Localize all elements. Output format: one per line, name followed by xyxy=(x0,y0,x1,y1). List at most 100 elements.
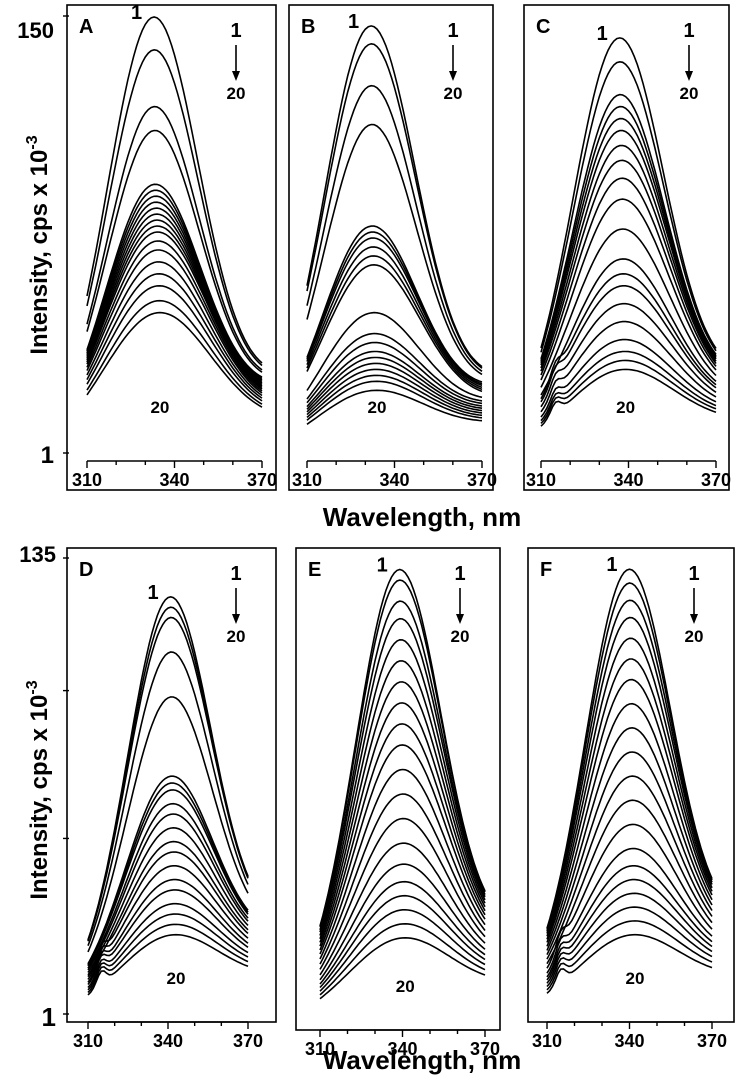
spectrum-curve-3 xyxy=(306,84,483,372)
spectrum-curve-14 xyxy=(306,350,483,408)
spectrum-curve-10 xyxy=(87,813,249,971)
spectrum-curve-20 xyxy=(546,933,713,994)
arrow-bottom-label: 20 xyxy=(451,627,470,646)
spectrum-curve-20 xyxy=(86,311,263,408)
spectrum-curve-13 xyxy=(546,823,713,969)
x-tick-label: 370 xyxy=(697,1031,727,1051)
spectrum-curve-16 xyxy=(540,320,717,413)
spectrum-curve-15 xyxy=(319,863,486,981)
x-tick-label: 310 xyxy=(526,470,556,490)
spectrum-curve-10 xyxy=(546,751,713,955)
spectrum-curve-13 xyxy=(306,341,483,405)
spectrum-curve-19 xyxy=(319,922,486,996)
bottom-y-axis-label: Intensity, cps x 10-3 xyxy=(24,680,53,899)
spectrum-curve-5 xyxy=(87,696,249,953)
spectrum-curve-7 xyxy=(540,144,717,369)
panel-frame xyxy=(523,4,730,491)
spectrum-curve-6 xyxy=(546,658,713,940)
spectrum-curve-17 xyxy=(540,338,717,418)
spectrum-curve-17 xyxy=(86,272,263,399)
top-x-axis-label: Wavelength, nm xyxy=(323,502,521,532)
spectrum-curve-20 xyxy=(319,936,486,1000)
spectrum-curve-14 xyxy=(319,842,486,976)
spectrum-curve-4 xyxy=(306,123,483,376)
spectrum-curve-17 xyxy=(87,902,249,989)
bottom-ymax-label: 135 xyxy=(19,542,56,567)
spectrum-curve-11 xyxy=(306,311,483,399)
arrow-head xyxy=(685,71,693,81)
spectrum-curve-13 xyxy=(319,817,486,970)
x-tick-label: 340 xyxy=(159,470,189,490)
arrow-top-label: 1 xyxy=(447,20,458,42)
spectrum-curve-2 xyxy=(306,42,483,369)
curve-first-label: 1 xyxy=(606,554,617,576)
spectrum-curve-17 xyxy=(306,368,483,416)
spectrum-curve-9 xyxy=(546,726,713,951)
spectrum-curve-16 xyxy=(87,889,249,985)
spectrum-curve-7 xyxy=(306,237,483,387)
spectrum-curve-12 xyxy=(306,332,483,402)
x-tick-label: 340 xyxy=(613,470,643,490)
spectrum-curve-8 xyxy=(546,702,713,947)
arrow-bottom-label: 20 xyxy=(227,627,246,646)
spectrum-curve-18 xyxy=(87,913,249,991)
spectrum-curve-1 xyxy=(86,16,263,364)
spectrum-curve-17 xyxy=(546,892,713,984)
spectrum-curve-10 xyxy=(540,198,717,381)
spectrum-curve-16 xyxy=(319,880,486,985)
arrow-top-label: 1 xyxy=(683,20,694,42)
spectrum-curve-5 xyxy=(546,637,713,937)
spectrum-curve-19 xyxy=(306,380,483,421)
spectrum-curve-1 xyxy=(87,595,249,940)
spectrum-curve-6 xyxy=(540,129,717,366)
arrow-head xyxy=(690,614,698,624)
spectrum-curve-15 xyxy=(546,865,713,978)
curve-last-label: 20 xyxy=(150,398,169,417)
x-tick-label: 340 xyxy=(379,470,409,490)
spectrum-curve-19 xyxy=(86,299,263,405)
spectrum-curve-4 xyxy=(540,105,717,362)
spectrum-curve-5 xyxy=(540,117,717,364)
arrow-top-label: 1 xyxy=(230,20,241,42)
spectrum-curve-12 xyxy=(540,258,717,396)
spectrum-curve-11 xyxy=(546,775,713,960)
spectrum-curve-14 xyxy=(540,285,717,403)
spectrum-curve-18 xyxy=(86,284,263,402)
bottom-ymin-label: 1 xyxy=(42,1002,56,1032)
spectrum-curve-2 xyxy=(540,60,717,353)
arrow-top-label: 1 xyxy=(688,563,699,585)
spectrum-curve-8 xyxy=(306,246,483,389)
spectrum-curve-8 xyxy=(319,702,486,947)
x-tick-label: 370 xyxy=(233,1031,263,1051)
x-tick-label: 310 xyxy=(305,1039,335,1059)
arrow-bottom-label: 20 xyxy=(227,84,246,103)
x-tick-label: 340 xyxy=(387,1039,417,1059)
spectrum-curve-12 xyxy=(319,793,486,965)
panel-letter: A xyxy=(79,16,93,38)
curve-first-label: 1 xyxy=(131,2,142,24)
curve-last-label: 20 xyxy=(396,977,415,996)
spectrum-curve-18 xyxy=(540,350,717,422)
spectrum-curve-3 xyxy=(319,600,486,931)
x-tick-label: 370 xyxy=(470,1039,500,1059)
panel-letter: E xyxy=(308,559,321,581)
bottom-x-axis-label: Wavelength, nm xyxy=(323,1045,521,1075)
panel-frame xyxy=(288,4,494,491)
arrow-top-label: 1 xyxy=(230,563,241,585)
arrow-head xyxy=(456,614,464,624)
panel-frame xyxy=(66,4,277,491)
curve-last-label: 20 xyxy=(626,969,645,988)
x-tick-label: 340 xyxy=(614,1031,644,1051)
curve-first-label: 1 xyxy=(148,582,159,604)
spectrum-curve-16 xyxy=(306,362,483,413)
spectrum-curve-3 xyxy=(86,105,263,371)
curve-first-label: 1 xyxy=(377,555,388,577)
spectrum-curve-2 xyxy=(319,579,486,928)
top-ymax-label: 150 xyxy=(17,18,54,43)
spectrum-curve-11 xyxy=(319,768,486,960)
spectrum-curve-13 xyxy=(86,231,263,390)
spectrum-curve-3 xyxy=(546,599,713,932)
